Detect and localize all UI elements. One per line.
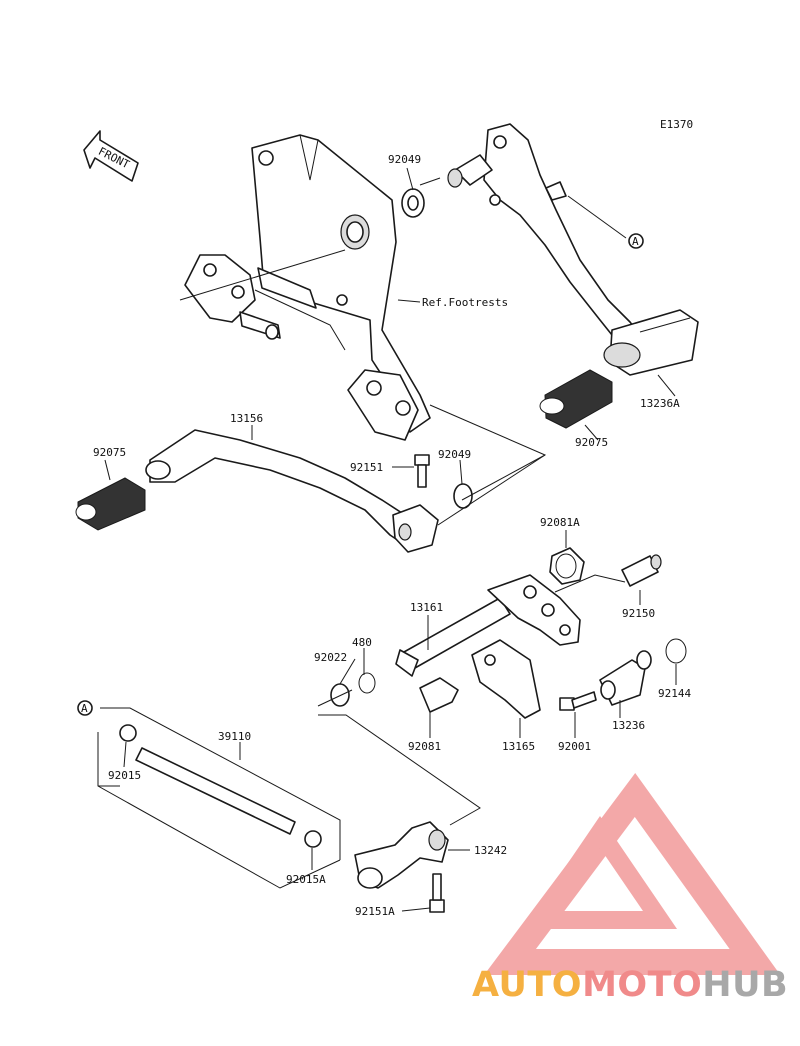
- label-480: 480: [352, 636, 372, 649]
- washer-92049-top: [401, 188, 425, 218]
- label-92001: 92001: [558, 740, 591, 753]
- shift-pedal: [145, 429, 439, 553]
- marker-a-top: A: [628, 233, 644, 249]
- label-13165: 13165: [502, 740, 535, 753]
- washer-92022: [330, 683, 350, 707]
- circlip-480: [358, 672, 376, 694]
- label-92049-top: 92049: [388, 153, 421, 166]
- label-13236: 13236: [612, 719, 645, 732]
- shift-shaft-assembly: [395, 547, 662, 719]
- label-92075-right: 92075: [575, 436, 608, 449]
- label-92022: 92022: [314, 651, 347, 664]
- label-39110: 39110: [218, 730, 251, 743]
- label-92075-left: 92075: [93, 446, 126, 459]
- pedal-rubber-right: [539, 369, 613, 429]
- label-92081A: 92081A: [540, 516, 580, 529]
- watermark-logo: [484, 773, 781, 975]
- label-92144: 92144: [658, 687, 691, 700]
- spring-92144: [665, 638, 687, 664]
- front-arrow-icon: FRONT: [83, 130, 139, 182]
- bolt-92001: [559, 691, 597, 711]
- label-92081: 92081: [408, 740, 441, 753]
- footrest-bracket: [184, 134, 431, 441]
- label-92151A: 92151A: [355, 905, 395, 918]
- bolt-92151A: [429, 873, 445, 913]
- watermark-text: AUTOMOTOHUB: [472, 965, 788, 1005]
- label-13236A: 13236A: [640, 397, 680, 410]
- label-92015A: 92015A: [286, 873, 326, 886]
- label-ref-footrests: Ref.Footrests: [422, 296, 508, 309]
- label-92151: 92151: [350, 461, 383, 474]
- svg-text:A: A: [632, 235, 639, 248]
- pedal-rubber-left: [75, 477, 146, 531]
- washer-92049-mid: [453, 483, 473, 509]
- label-92015: 92015: [108, 769, 141, 782]
- tie-rod: [119, 724, 449, 889]
- label-92049-mid: 92049: [438, 448, 471, 461]
- brake-pedal: [447, 123, 699, 376]
- marker-a-bottom: A: [77, 700, 93, 716]
- label-13156: 13156: [230, 412, 263, 425]
- label-13161: 13161: [410, 601, 443, 614]
- label-13242: 13242: [474, 844, 507, 857]
- diagram-code: E1370: [660, 118, 693, 131]
- svg-text:A: A: [81, 702, 88, 715]
- lever-13236: [599, 650, 652, 706]
- leader-lines: [97, 167, 677, 912]
- bolt-92151: [414, 454, 430, 488]
- label-92150: 92150: [622, 607, 655, 620]
